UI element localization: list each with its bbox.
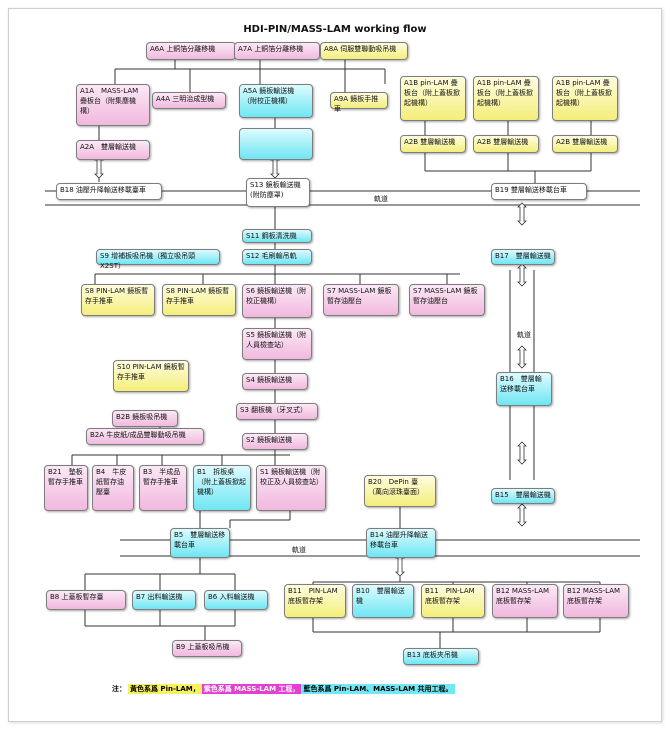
node-s8-2: S8 PIN-LAM 鏡板暫存手推車 <box>162 284 236 316</box>
node-a1b-3: A1B pin-LAM 疊板台（附上蓋板掀起機構） <box>552 76 618 121</box>
legend: 注：黃色系爲 Pin-LAM，紫色系爲 MASS-LAM 工程，藍色系爲 Pin… <box>110 684 455 694</box>
node-a8a: A8A 伺服雙聯動吸吊機 <box>320 42 408 60</box>
node-a1b-2: A1B pin-LAM 疊板台（附上蓋板掀起機構） <box>473 76 539 121</box>
node-b4: B4 牛皮紙暫存油壓臺 <box>92 465 134 511</box>
node-b9: B9 上蓋板吸吊機 <box>172 640 242 657</box>
legend-cyan: 藍色系爲 Pin-LAM、MASS-LAM 共用工程。 <box>301 684 455 694</box>
node-s4: S4 鏡板輸送機 <box>242 373 308 390</box>
node-b8: B8 上蓋板暫存臺 <box>46 590 126 610</box>
node-s3: S3 翻板機（牙叉式） <box>236 403 318 420</box>
node-a2b-2: A2B 雙層輸送機 <box>473 135 539 153</box>
node-b5: B5 雙層輸送移載台車 <box>170 528 230 558</box>
node-b2a: B2A 牛皮紙/成品雙聯動吸吊機 <box>86 428 204 445</box>
node-s10: S10 PIN-LAM 鏡板暫存手推車 <box>113 360 189 392</box>
node-b6: B6 入料輸送機 <box>204 590 268 610</box>
legend-pink: 紫色系爲 MASS-LAM 工程， <box>201 684 302 694</box>
node-b2b: B2B 鏡板吸吊機 <box>112 410 178 427</box>
node-b7: B7 出料輸送機 <box>132 590 196 610</box>
node-a9a: A9A 鏡板手推車 <box>330 92 388 113</box>
node-a2b-3: A2B 雙層輸送機 <box>552 135 618 153</box>
node-a4a: A4A 三明治成型機 <box>152 92 226 109</box>
node-b3: B3 半成品暫存手推車 <box>139 465 187 511</box>
node-a1b-1: A1B pin-LAM 疊板台（附上蓋板掀起機構） <box>400 76 466 121</box>
node-s7-1: S7 MASS-LAM 鏡板暫存油壓台 <box>323 284 399 316</box>
node-s2: S2 鏡板輸送機 <box>242 433 308 450</box>
node-a2a: A2A 雙層輸送機 <box>76 140 150 160</box>
node-b21: B21 墊板暫存手推車 <box>44 465 88 511</box>
node-a1a: A1A MASS-LAM 疊板台（附集塵機構） <box>76 84 150 126</box>
node-s5: S5 鏡板輸送機（附人員檢查站） <box>242 328 312 360</box>
node-b20: B20 DePin 臺（萬向滾珠臺面） <box>364 475 436 507</box>
legend-prefix: 注： <box>112 685 126 693</box>
node-a7a: A7A 上銅箔分離移機 <box>234 42 320 60</box>
node-a2b-1: A2B 雙層輸送機 <box>400 135 466 153</box>
node-s13: S13 鏡板輸送機(附防塵罩) <box>246 178 310 207</box>
node-b10: B10 雙層輸送機 <box>352 584 414 618</box>
node-b11-2: B11 PIN-LAM 底板暫存架 <box>421 584 485 618</box>
track-label-top: 軌道 <box>374 195 388 203</box>
diagram-title: HDI-PIN/MASS-LAM working flow <box>243 24 427 35</box>
node-b18: B18 油壓升降輸送移載臺車 <box>56 183 162 200</box>
node-b11-1: B11 PIN-LAM 底板暫存架 <box>284 584 346 618</box>
track-label-right: 軌道 <box>517 331 531 339</box>
node-s7-2: S7 MASS-LAM 鏡板暫存油壓台 <box>409 284 485 316</box>
node-s6: S6 鏡板輸送機（附校正機構） <box>242 284 312 318</box>
node-s8-1: S8 PIN-LAM 鏡板暫存手推車 <box>81 284 155 316</box>
node-cyan-blank <box>239 128 313 160</box>
node-b15: B15 雙層輸送機 <box>491 488 555 504</box>
node-b1: B1 拆板桌（附上蓋板掀起機構） <box>193 465 251 511</box>
node-s9: S9 增補板吸吊機（獨立吸吊頭 X2ST） <box>96 249 220 270</box>
node-s12: S12 毛刷輸吊軌 <box>242 249 312 265</box>
node-s1: S1 鏡板輸送機（附校正及人員檢查站） <box>256 465 326 511</box>
node-b17: B17 雙層輸送機 <box>491 249 555 265</box>
node-a6a: A6A 上銅箔分離移機 <box>146 42 236 60</box>
node-b16: B16 雙層輸送移載台車 <box>496 372 552 406</box>
node-a5a: A5A 鏡板輸送機 （附校正機構） <box>239 84 313 118</box>
node-b13: B13 底板夾吊機 <box>403 648 479 665</box>
node-b12-1: B12 MASS-LAM 底板暫存架 <box>492 584 558 618</box>
node-b19: B19 雙層輸送移載台車 <box>491 183 587 200</box>
legend-yellow: 黃色系爲 Pin-LAM， <box>128 684 202 694</box>
node-s11: S11 鋼板清洗機 <box>242 229 312 243</box>
node-b12-2: B12 MASS-LAM 底板暫存架 <box>563 584 629 618</box>
track-label-bottom: 軌道 <box>292 546 306 554</box>
node-b14: B14 油壓升降輸送移載台車 <box>366 528 436 558</box>
